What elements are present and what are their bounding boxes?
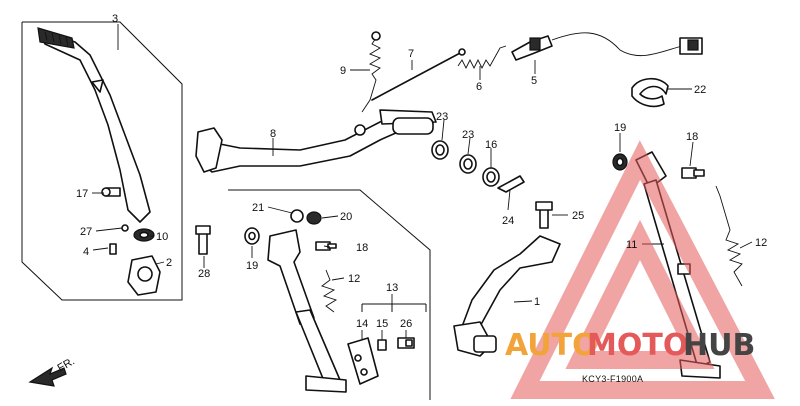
svg-text:HUB: HUB [683,328,755,363]
pivot-bolt-18-right [681,167,705,179]
bolt-18-left [315,241,337,251]
spring-6 [457,45,507,70]
callout-14: 14 [356,318,368,330]
spring-12-right [715,185,743,287]
callout-18-right: 18 [686,131,698,143]
bolt-26 [397,337,415,349]
spring-12-left [321,269,338,313]
callout-10: 10 [156,231,168,243]
kick-pedal-arm [37,27,151,223]
rod-7-end [458,48,466,56]
collar-19-right [612,153,628,171]
svg-text:MOTO: MOTO [587,328,688,363]
callout-27: 27 [80,226,92,238]
brake-light-switch [511,32,703,61]
diagram-code: KCY3-F1900A [582,374,643,384]
washer-16 [482,167,500,187]
bolt-25 [535,201,553,229]
seal-23b [459,154,477,174]
kick-pin-4 [109,243,117,255]
callout-9: 9 [340,65,346,77]
nut-15 [377,339,387,351]
front-direction-label: FR. [56,355,77,374]
callout-5: 5 [531,75,537,87]
side-stand [267,229,347,393]
callout-19-left: 19 [246,260,258,272]
callout-13: 13 [386,282,398,294]
seal-23a [431,140,449,160]
switch-14 [347,337,379,385]
callout-2: 2 [166,257,172,269]
callout-19-right: 19 [614,122,626,134]
callout-16: 16 [485,139,497,151]
callout-3: 3 [112,13,118,25]
callout-22: 22 [694,84,706,96]
callout-17: 17 [76,188,88,200]
callout-28: 28 [198,268,210,280]
kickstarter-group-outline [21,21,183,301]
callout-25: 25 [572,210,584,222]
callout-15: 15 [376,318,388,330]
callout-21: 21 [252,202,264,214]
clamp-22 [631,77,669,108]
svg-text:AUTO: AUTO [505,328,598,363]
kick-boss-2 [127,255,161,296]
callout-6: 6 [476,81,482,93]
step-lever-1 [453,235,561,357]
callout-23a: 23 [436,111,448,123]
kick-clip-27 [121,224,129,232]
automotohub-watermark: AUTO MOTO HUB [505,140,775,399]
clip-24 [497,175,525,193]
callout-11: 11 [626,239,637,251]
spring-9 [361,31,382,113]
bracket-13-group [361,303,427,312]
sidestand-group-outline [228,189,431,400]
washers-21-20 [290,209,322,225]
kick-bolt-17 [101,187,121,197]
callout-12-right: 12 [755,237,767,249]
callout-20: 20 [340,211,352,223]
callout-23b: 23 [462,129,474,141]
callout-7: 7 [408,48,414,60]
callout-8: 8 [270,128,276,140]
bolt-28 [195,225,211,255]
brake-pedal [195,109,437,173]
callout-24: 24 [502,215,514,227]
callout-1: 1 [534,296,540,308]
callout-26: 26 [400,318,412,330]
rod-7 [371,51,463,101]
collar-19-left [244,227,260,245]
kick-washer-10 [133,228,155,242]
callout-4: 4 [83,246,89,258]
front-direction-arrow [28,366,67,387]
callout-18-left: 18 [356,242,368,254]
callout-12-left: 12 [348,273,360,285]
